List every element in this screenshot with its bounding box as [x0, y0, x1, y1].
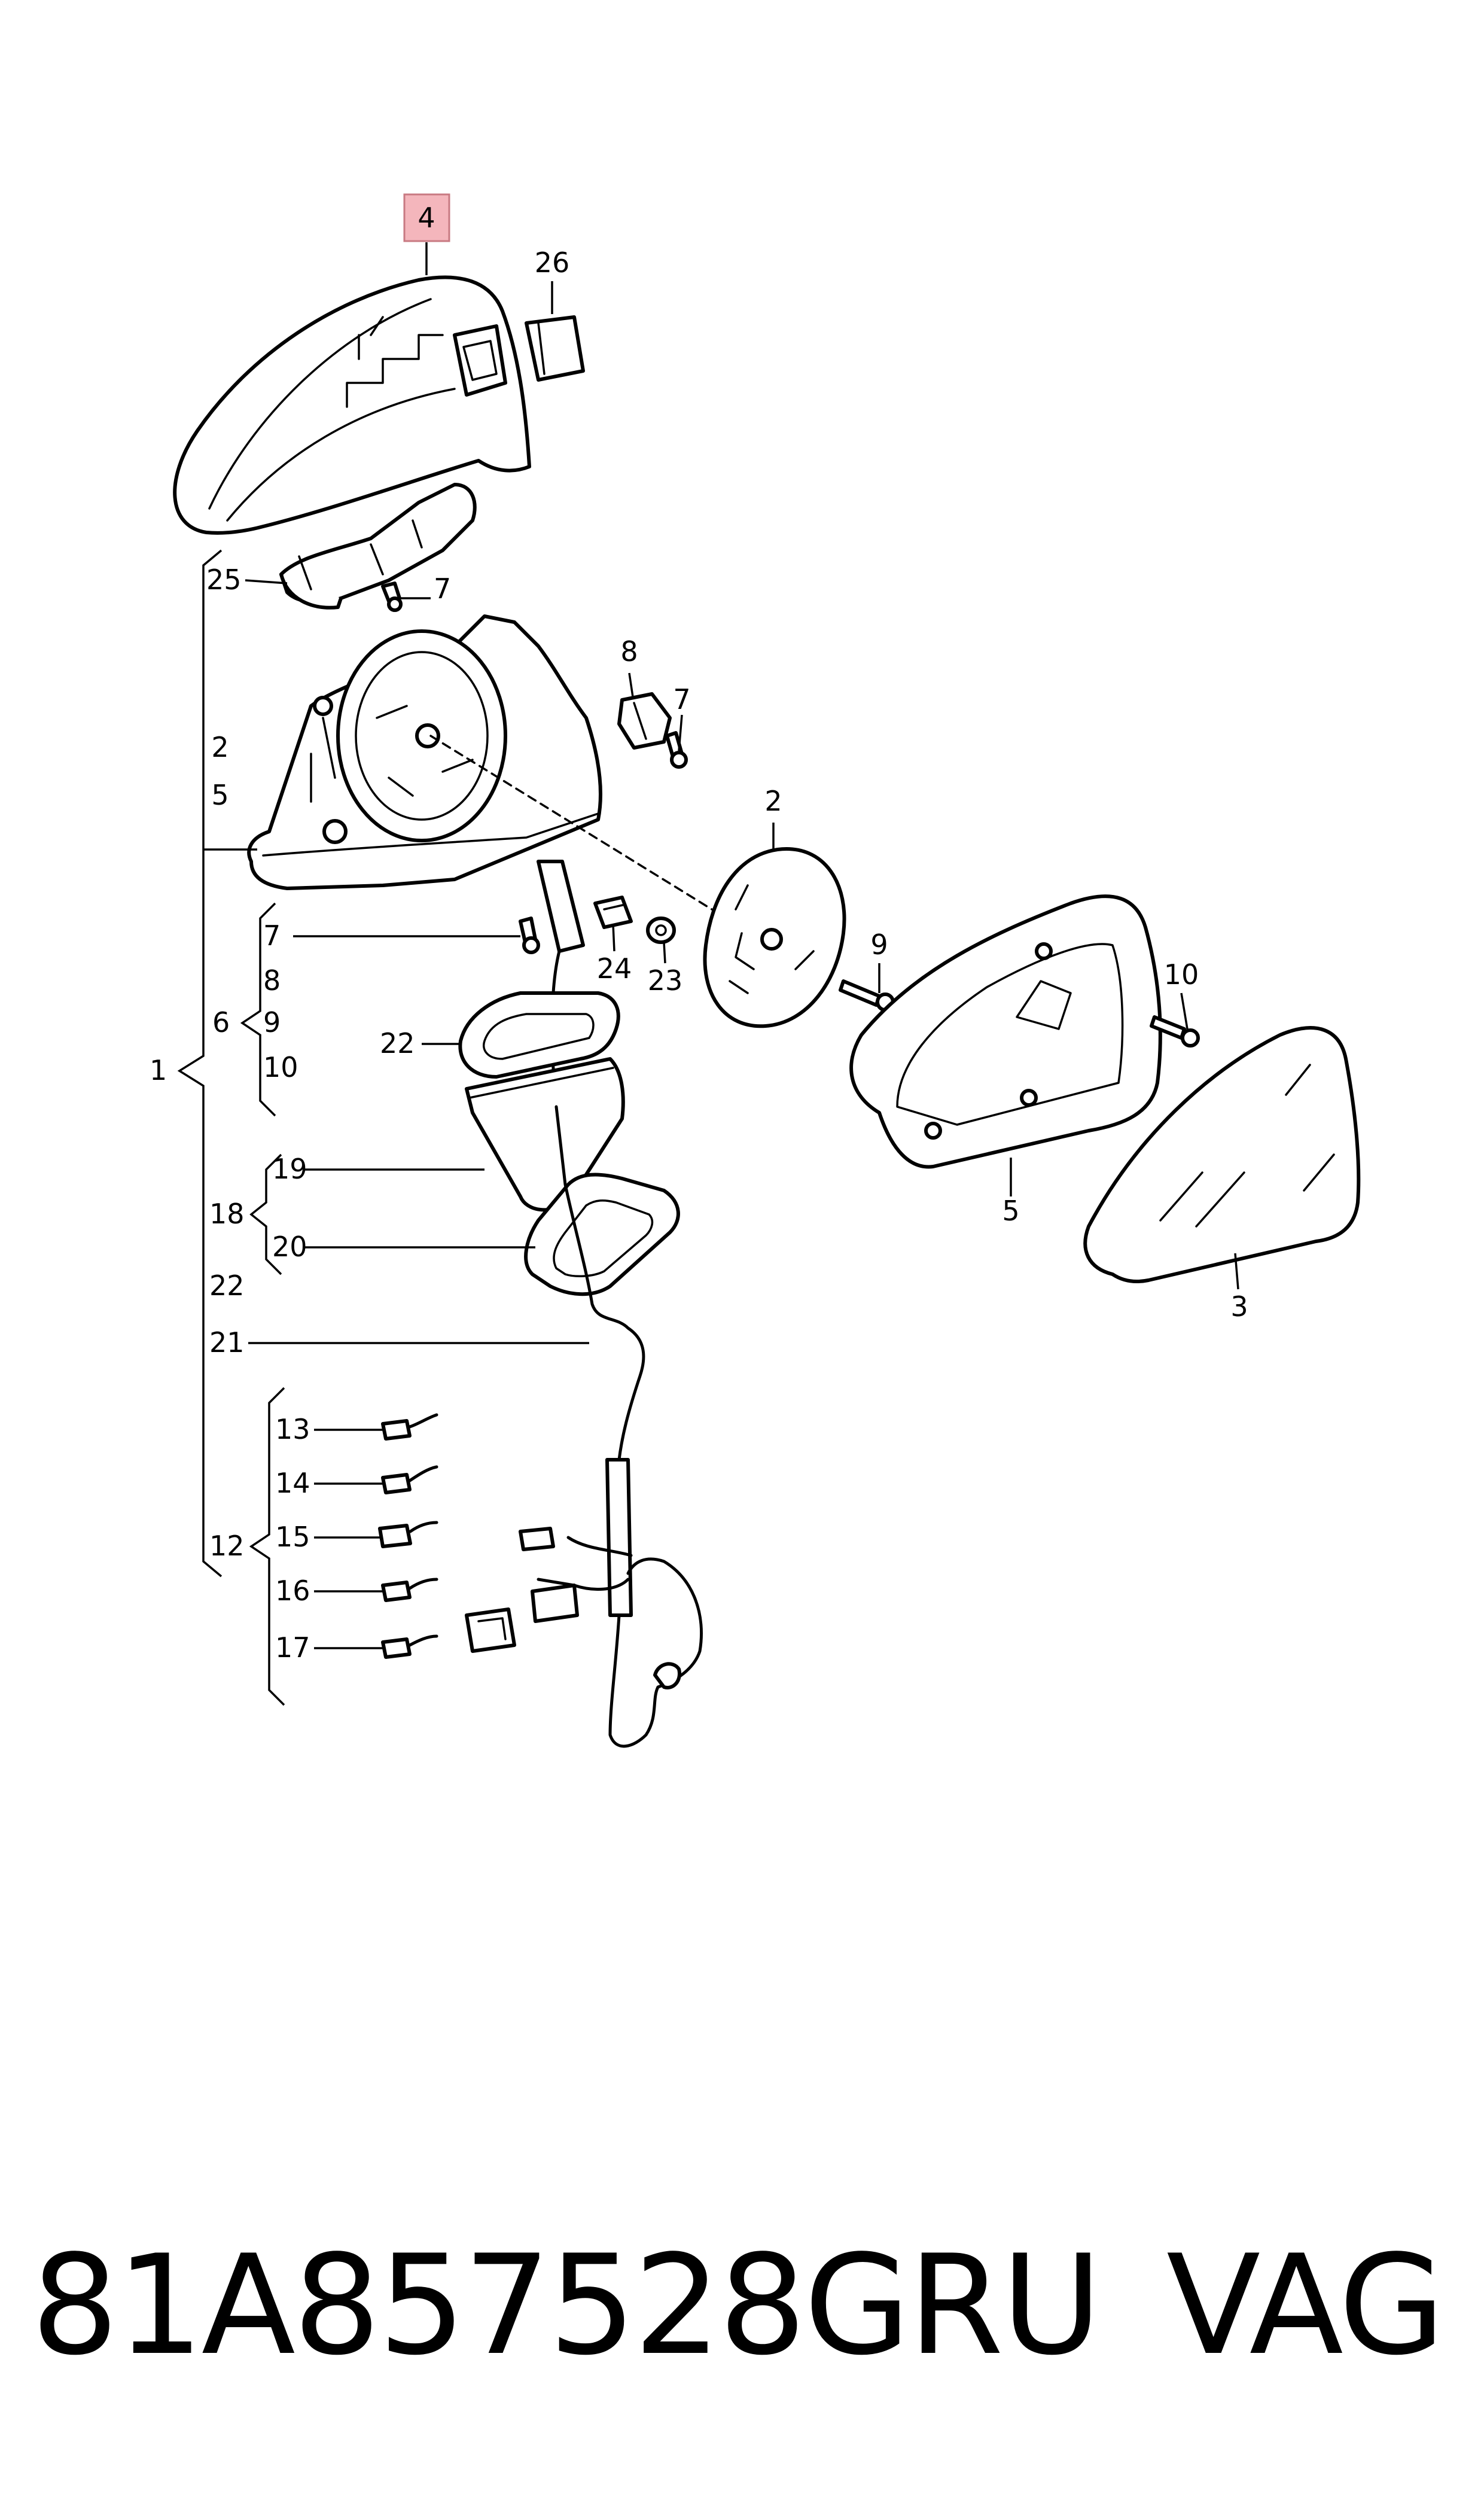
callout-21: 21 [209, 1326, 245, 1359]
callout-1: 1 [150, 1054, 167, 1086]
footer: 81A857528GRU VAG [0, 2237, 1484, 2375]
leader-lines [203, 242, 1239, 1649]
callout-22-upper: 22 [380, 1027, 415, 1059]
callout-9-right: 9 [870, 928, 888, 961]
bracket-part-25 [279, 483, 477, 610]
callout-9-left: 9 [263, 1006, 281, 1039]
adjuster-plate-part-2 [429, 735, 846, 1028]
callout-24: 24 [597, 952, 632, 985]
callout-4-highlight [403, 193, 450, 242]
callout-16: 16 [275, 1575, 310, 1607]
part-number: 81A857528GRU [31, 2226, 1102, 2386]
connector-part-15 [378, 1521, 438, 1548]
callout-2-left: 2 [211, 731, 228, 763]
callout-10-left: 10 [263, 1051, 298, 1083]
gasket-part-20 [524, 1173, 680, 1296]
screw-part-7-a [381, 581, 403, 612]
callout-7-left: 7 [263, 919, 281, 952]
callout-3: 3 [1230, 1290, 1248, 1323]
callout-25: 25 [206, 564, 242, 596]
mirror-glass-part-3 [1083, 1026, 1361, 1283]
callout-7-top: 7 [434, 573, 451, 605]
mirror-carrier-part-5 [849, 894, 1162, 1169]
callout-8-top: 8 [620, 635, 638, 668]
screw-part-9 [839, 979, 895, 1012]
connector-part-13 [381, 1413, 438, 1441]
callout-15: 15 [275, 1521, 310, 1553]
bolt-part-24 [593, 896, 633, 929]
callout-10-right: 10 [1164, 958, 1199, 991]
screw-part-10 [1150, 1015, 1200, 1048]
callout-14: 14 [275, 1467, 310, 1499]
callout-26: 26 [535, 246, 570, 279]
callout-8-left: 8 [263, 964, 281, 997]
plug-part-26 [525, 315, 585, 382]
washer-part-23 [646, 917, 676, 944]
screw-part-7-c [519, 917, 540, 954]
gasket-part-22 [458, 991, 620, 1079]
callout-18: 18 [209, 1198, 245, 1230]
callout-12: 12 [209, 1530, 245, 1562]
grouping-brackets [177, 549, 285, 1706]
connector-part-17 [381, 1634, 438, 1659]
mirror-cap-part-4 [173, 275, 531, 535]
callout-2-right: 2 [764, 785, 782, 817]
wiring-harness-part-21 [465, 1105, 703, 1748]
callout-7-right: 7 [673, 683, 690, 715]
callout-4: 4 [418, 202, 435, 234]
callout-6: 6 [212, 1006, 230, 1039]
connector-part-16 [381, 1578, 438, 1602]
callout-17: 17 [275, 1631, 310, 1664]
brand-name: VAG [1166, 2226, 1445, 2386]
callout-22-lower: 22 [209, 1269, 245, 1302]
screw-part-7-b [665, 731, 688, 769]
callout-5-right: 5 [1002, 1195, 1019, 1227]
callout-20: 20 [272, 1231, 307, 1263]
callout-19: 19 [272, 1153, 307, 1185]
callout-13: 13 [275, 1413, 310, 1445]
callout-5-left: 5 [211, 779, 228, 811]
clip-part-8 [617, 692, 672, 750]
callout-labels: 4 26 25 7 8 7 2 5 2 7 24 23 9 10 8 6 9 1… [150, 202, 1248, 1664]
connector-part-14 [381, 1465, 438, 1494]
mirror-base-assembly [247, 614, 602, 890]
callout-23: 23 [648, 964, 683, 997]
